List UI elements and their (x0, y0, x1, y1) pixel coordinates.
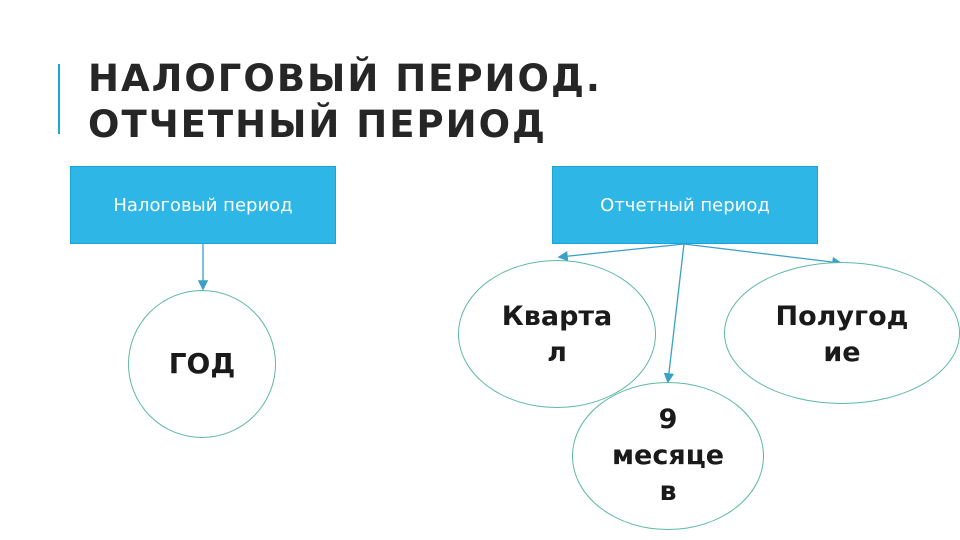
half-year-ellipse: Полугод ие (724, 262, 960, 404)
quarter-ellipse: Кварта л (458, 260, 656, 408)
nine-months-label: 9 месяце в (611, 404, 725, 507)
tax-period-label: Налоговый период (113, 194, 293, 216)
year-ellipse: ГОД (128, 290, 276, 438)
year-label: ГОД (168, 347, 236, 380)
slide-title: НАЛОГОВЫЙ ПЕРИОД. ОТЧЕТНЫЙ ПЕРИОД (88, 56, 888, 148)
edge-rep-to-halfyear (683, 243, 843, 268)
title-accent-bar (58, 64, 60, 134)
title-line-1: НАЛОГОВЫЙ ПЕРИОД. (88, 57, 602, 100)
edge-rep-to-9months (663, 243, 685, 384)
nine-months-ellipse: 9 месяце в (572, 382, 764, 530)
reporting-period-label: Отчетный период (600, 194, 770, 216)
title-line-2: ОТЧЕТНЫЙ ПЕРИОД (88, 103, 547, 146)
edge-rep-to-quarter (557, 243, 685, 262)
half-year-label: Полугод ие (775, 301, 909, 368)
tax-period-box: Налоговый период (70, 166, 336, 244)
reporting-period-box: Отчетный период (552, 166, 818, 244)
quarter-label: Кварта л (501, 301, 613, 368)
